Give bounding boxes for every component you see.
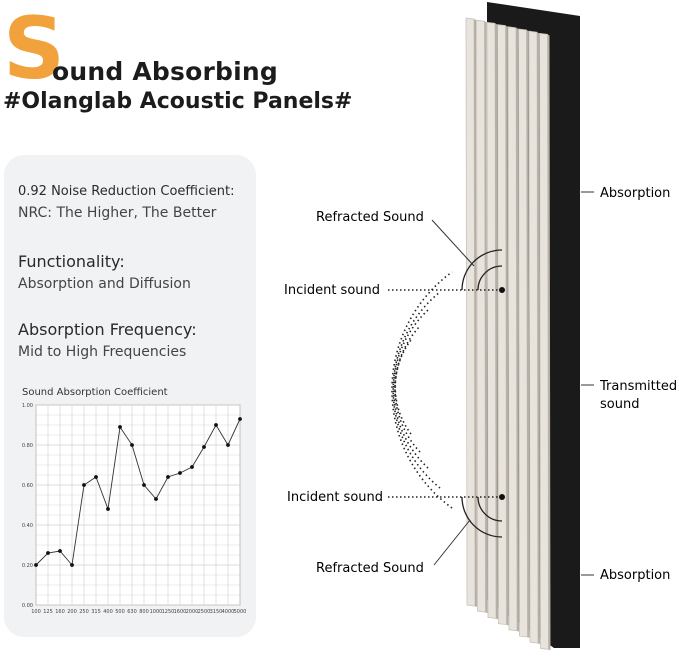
leader-refracted-bottom [433,519,471,566]
chart-point [166,475,170,479]
frequency-description: Mid to High Frequencies [18,344,187,360]
chart-point [214,423,218,427]
sound-wave-2 [394,325,421,453]
page-subtitle: #Olanglab Acoustic Panels# [3,89,353,114]
wood-slat [497,24,507,626]
chart-ytick-label: 1.00 [22,403,33,409]
wood-slat-edge [484,21,488,614]
chart-xtick-label: 5000 [234,609,246,615]
chart-point [190,465,194,469]
chart-ytick-label: 0.60 [22,483,33,489]
label-refracted-bottom: Refracted Sound [316,561,424,576]
chart-xtick-label: 630 [127,609,137,615]
chart-xtick-label: 400 [103,609,113,615]
page-title: ound Absorbing [52,57,278,86]
label-transmitted-line1: Transmitted [599,379,677,394]
chart-xtick-label: 500 [115,609,125,615]
chart-xtick-label: 2500 [198,609,211,615]
functionality-title: Functionality: [18,252,125,271]
label-incident-top: Incident sound [284,283,380,298]
chart-point [154,497,158,501]
chart-xtick-label: 200 [67,609,77,615]
chart-title: Sound Absorption Coefficient [22,387,168,398]
chart-point [70,563,74,567]
wood-slat-edge [537,32,540,645]
wood-slat-edge [495,23,498,620]
wood-slat [486,21,497,619]
chart-xtick-label: 160 [55,609,65,615]
leader-refracted-top [431,219,475,267]
wood-slat-edge [474,19,477,607]
incident-point-bottom [499,494,505,500]
chart-xtick-label: 3150 [210,609,223,615]
chart-xtick-label: 1250 [162,609,175,615]
label-transmitted-line2: sound [600,397,639,412]
wood-slat-edge [505,25,509,626]
nrc-title: 0.92 Noise Reduction Coefficient: [18,184,235,199]
chart-point [106,507,110,511]
chart-point [94,475,98,479]
title-big-letter: S [3,0,65,99]
chart-xtick-label: 250 [79,609,89,615]
chart-series-line [35,418,241,567]
chart-point [142,483,146,487]
chart-xtick-label: 1600 [174,609,187,615]
wood-slat-edge [516,27,519,632]
chart-xtick-label: 4000 [222,609,235,615]
chart-point [226,443,230,447]
nrc-description: NRC: The Higher, The Better [18,205,217,221]
wood-slat [539,32,549,650]
chart-ytick-label: 0.20 [22,563,33,569]
chart-xtick-label: 800 [139,609,149,615]
label-refracted-top: Refracted Sound [316,210,424,225]
wood-slat [518,28,528,638]
functionality-description: Absorption and Diffusion [18,276,191,292]
chart-point [34,563,38,567]
incident-point-top [499,287,505,293]
sound-wave-4 [392,291,441,489]
label-incident-bottom: Incident sound [287,490,383,505]
chart-ytick-label: 0.40 [22,523,33,529]
chart-point [82,483,86,487]
chart-point [46,551,50,555]
chart-xtick-label: 100 [31,609,41,615]
sound-wave-3 [392,309,429,469]
sound-wave-5 [391,271,453,509]
wood-slats [465,17,551,651]
chart-point [178,471,182,475]
chart-xtick-label: 125 [43,609,53,615]
chart-xtick-label: 2000 [186,609,199,615]
sound-wave-1 [394,339,412,435]
chart-point [238,417,242,421]
chart-xtick-label: 315 [91,609,101,615]
wood-slat [528,30,539,644]
label-absorption-bottom: Absorption [600,568,670,583]
wood-slat-edge [547,34,551,651]
chart-point [58,549,62,553]
chart-ytick-label: 0.80 [22,443,33,449]
chart-xtick-label: 1000 [150,609,163,615]
chart-ytick-label: 0.00 [22,603,33,609]
chart-point [118,425,122,429]
wood-slat [507,26,518,632]
wood-slat-edge [526,30,530,638]
chart-point [130,443,134,447]
wood-slat [476,19,486,613]
chart-point [202,445,206,449]
frequency-title: Absorption Frequency: [18,320,197,339]
label-absorption-top: Absorption [600,186,670,201]
